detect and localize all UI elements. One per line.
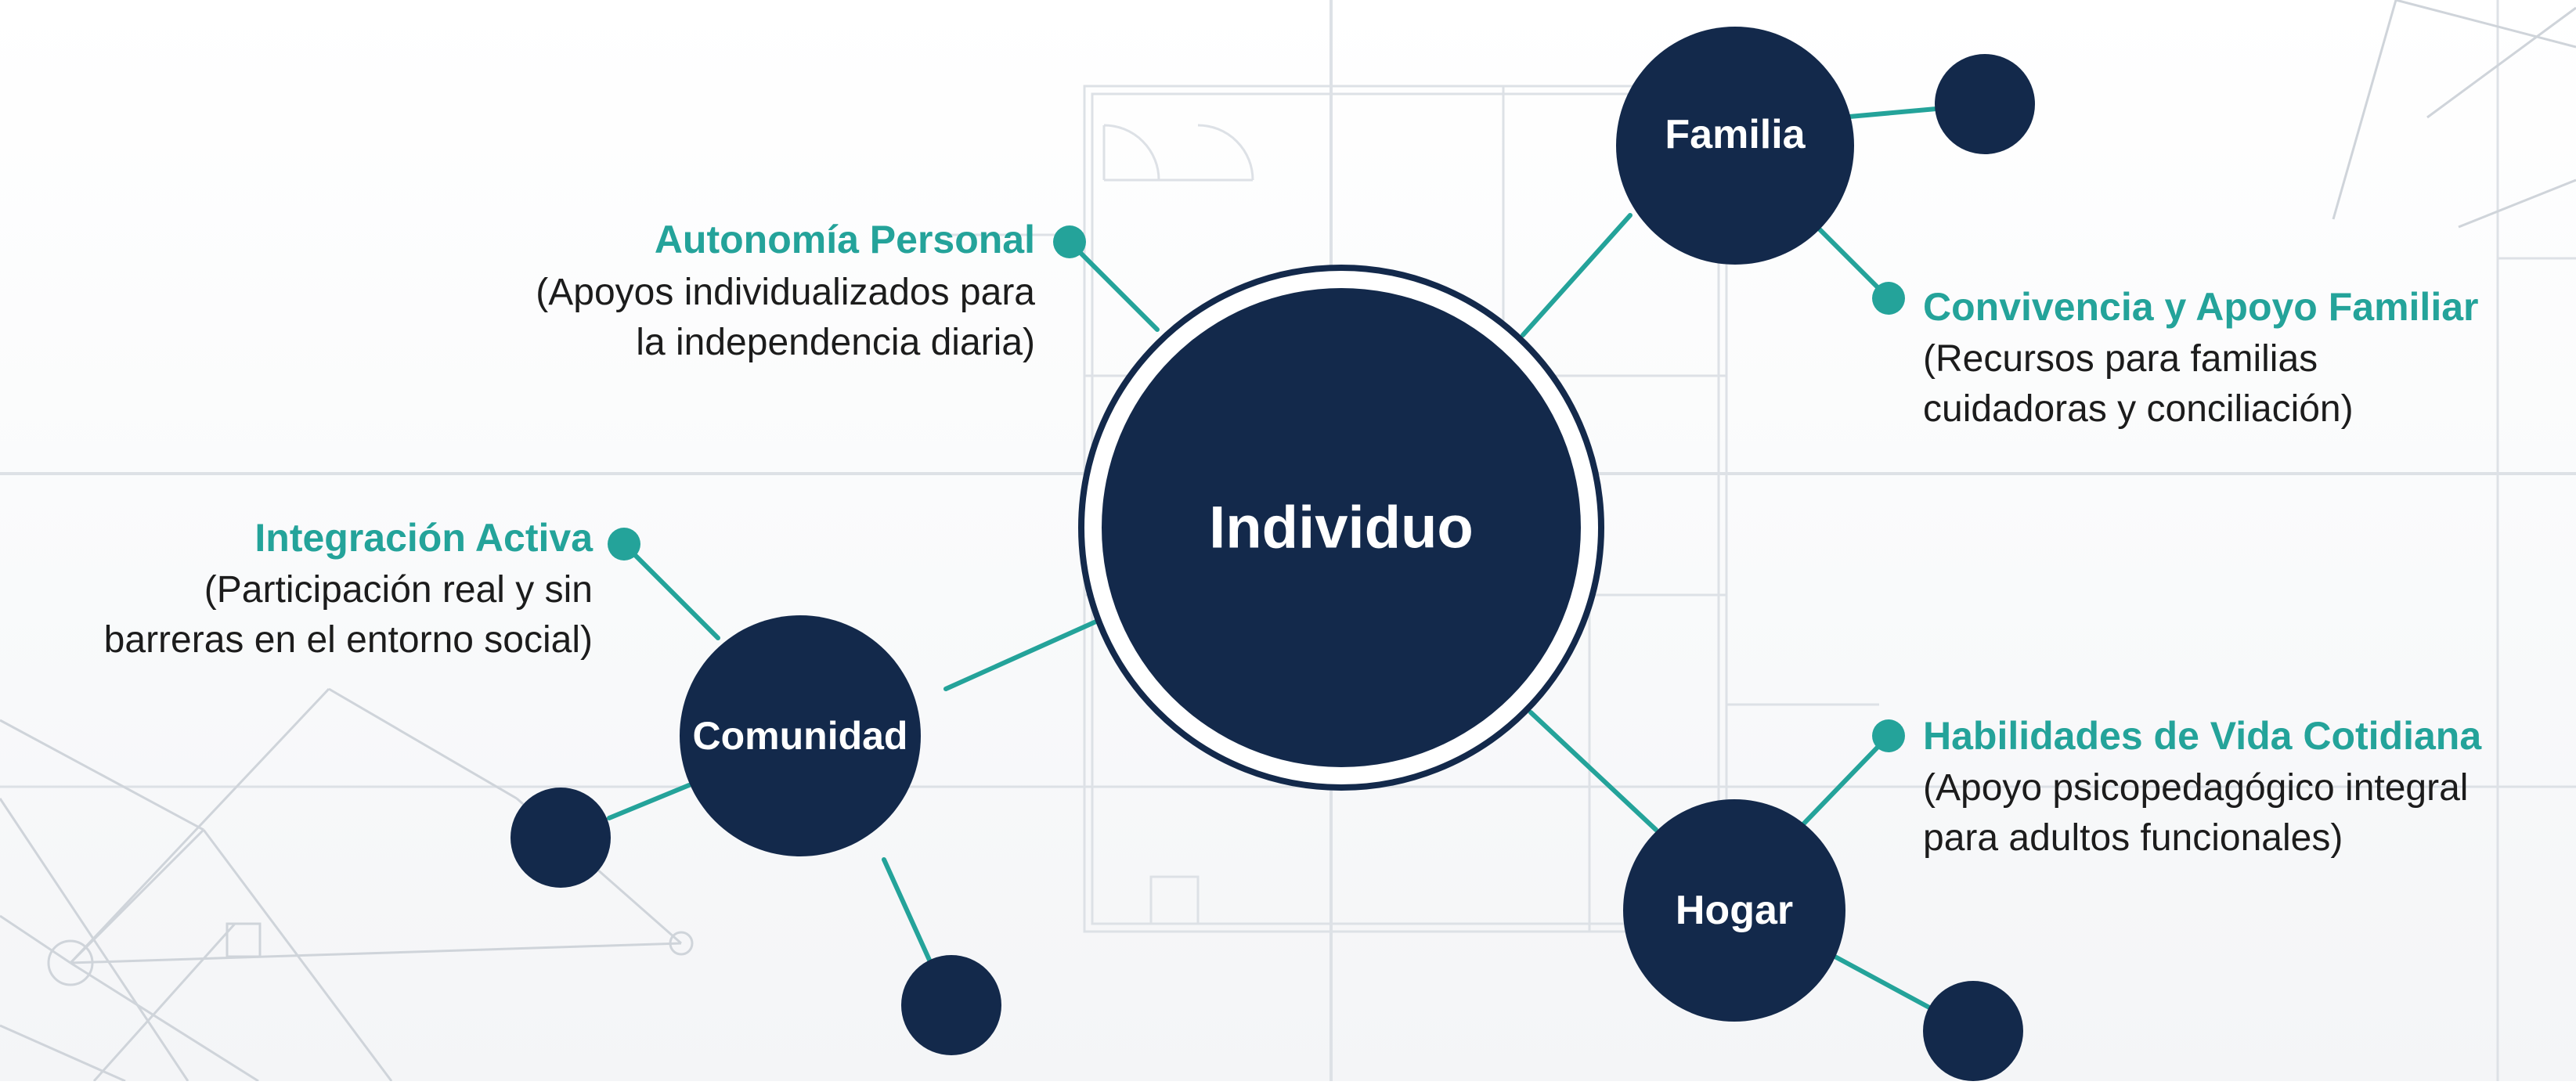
convivencia-desc-line1: (Recursos para familias [1923,338,2318,380]
center-node-label: Individuo [1209,495,1474,561]
convivencia-title: Convivencia y Apoyo Familiar [1923,285,2478,329]
autonomia-desc-line1: (Apoyos individualizados para [536,272,1035,313]
hogar-satellite-dot [1923,981,2023,1081]
annotation-habilidades: Habilidades de Vida Cotidiana (Apoyo psi… [1923,714,2482,859]
convivencia-desc-line2: cuidadoras y conciliación) [1923,388,2354,430]
connector-integracion [622,542,720,640]
connector-hogar-dot [1828,952,1932,1010]
connector-habilidades [1799,734,1891,829]
habilidades-desc-line1: (Apoyo psicopedagógico integral [1923,767,2468,809]
connector-hogar [1528,710,1658,832]
connectors [607,106,1939,1010]
hogar-node [1623,799,1845,1022]
integracion-desc-line1: (Participación real y sin [204,569,593,611]
connector-familia [1521,213,1633,337]
comunidad-node-label: Comunidad [693,714,908,758]
convivencia-marker-dot [1872,282,1905,315]
autonomia-desc-line2: la independencia diaria) [636,322,1035,363]
connector-comunidad [943,618,1100,691]
hogar-node-label: Hogar [1676,888,1793,933]
annotation-autonomia: Autonomía Personal (Apoyos individualiza… [536,218,1035,363]
connector-comunidad-dot-left [607,783,691,820]
integracion-title: Integración Activa [254,516,593,560]
familia-satellite-dot [1935,54,2035,154]
annotation-convivencia: Convivencia y Apoyo Familiar (Recursos p… [1923,285,2478,430]
habilidades-title: Habilidades de Vida Cotidiana [1923,714,2482,758]
comunidad-satellite-dot-bottom [901,955,1001,1055]
autonomia-title: Autonomía Personal [655,218,1035,261]
connector-autonomia [1067,240,1160,332]
comunidad-node [680,615,921,856]
habilidades-marker-dot [1872,719,1905,752]
integracion-marker-dot [608,528,640,561]
familia-node [1616,27,1854,265]
center-node [1102,288,1581,767]
comunidad-satellite-dot-left [511,788,611,888]
annotation-integracion: Integración Activa (Participación real y… [104,516,594,661]
familia-node-label: Familia [1665,112,1806,157]
connector-comunidad-dot-bottom [882,857,934,968]
autonomia-marker-dot [1053,225,1086,258]
habilidades-desc-line2: para adultos funcionales) [1923,817,2343,859]
integracion-desc-line2: barreras en el entorno social) [104,619,593,661]
